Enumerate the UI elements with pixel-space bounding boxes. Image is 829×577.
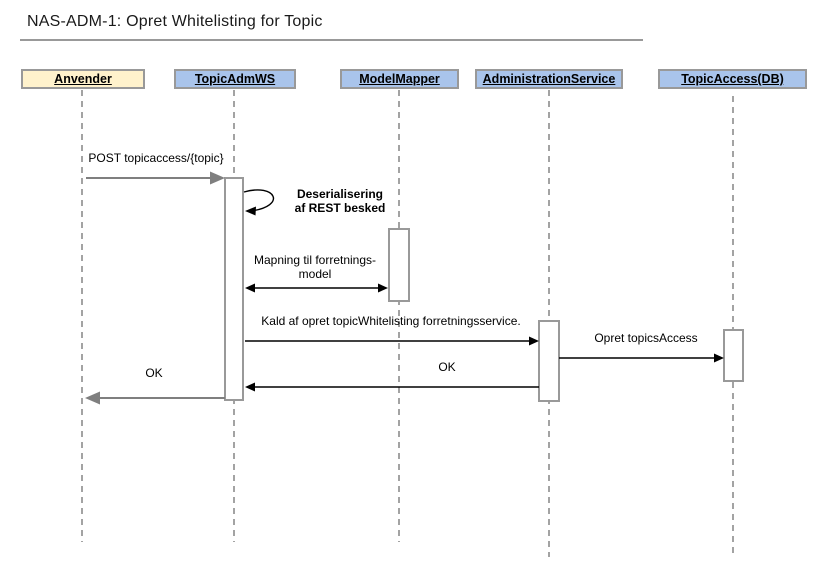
message-arrow-opret xyxy=(559,353,724,363)
page-title: NAS-ADM-1: Opret Whitelisting for Topic xyxy=(27,13,323,30)
message-arrow-deserialize xyxy=(243,189,275,216)
participant-box-modelmapper: ModelMapper xyxy=(340,69,459,89)
message-label-kald: Kald af opret topicWhitelisting forretni… xyxy=(261,314,521,328)
message-label-deserialize: Deserialisering af REST besked xyxy=(294,187,386,215)
participant-label-administrationservice: AdministrationService xyxy=(482,72,616,86)
participant-label-anvender: Anvender xyxy=(54,72,112,86)
participant-box-administrationservice: AdministrationService xyxy=(475,69,623,89)
participant-box-anvender: Anvender xyxy=(21,69,145,89)
participant-box-topicadmws: TopicAdmWS xyxy=(174,69,296,89)
message-label-opret: Opret topicsAccess xyxy=(594,331,698,345)
participant-label-topicaccess-db: TopicAccess(DB) xyxy=(681,72,784,86)
activation-administrationservice xyxy=(538,320,560,402)
participant-box-topicaccess-db: TopicAccess(DB) xyxy=(658,69,807,89)
participant-label-modelmapper: ModelMapper xyxy=(359,72,440,86)
activation-topicaccess-db xyxy=(723,329,744,382)
message-label-mapping: Mapning til forretnings- model xyxy=(253,253,377,281)
message-label-ok-to-topicadmws: OK xyxy=(438,360,456,374)
message-label-ok-to-anvender: OK xyxy=(145,366,163,380)
message-arrow-ok-to-anvender xyxy=(85,391,225,405)
activation-topicadmws xyxy=(224,177,244,401)
message-arrow-ok-to-topicadmws xyxy=(245,382,539,392)
message-arrow-kald xyxy=(245,336,539,346)
message-label-post: POST topicaccess/{topic} xyxy=(88,151,224,165)
title-divider xyxy=(20,39,643,41)
message-arrow-mapping xyxy=(245,283,388,293)
activation-modelmapper xyxy=(388,228,410,302)
participant-label-topicadmws: TopicAdmWS xyxy=(194,72,276,86)
message-arrow-post xyxy=(86,171,225,185)
